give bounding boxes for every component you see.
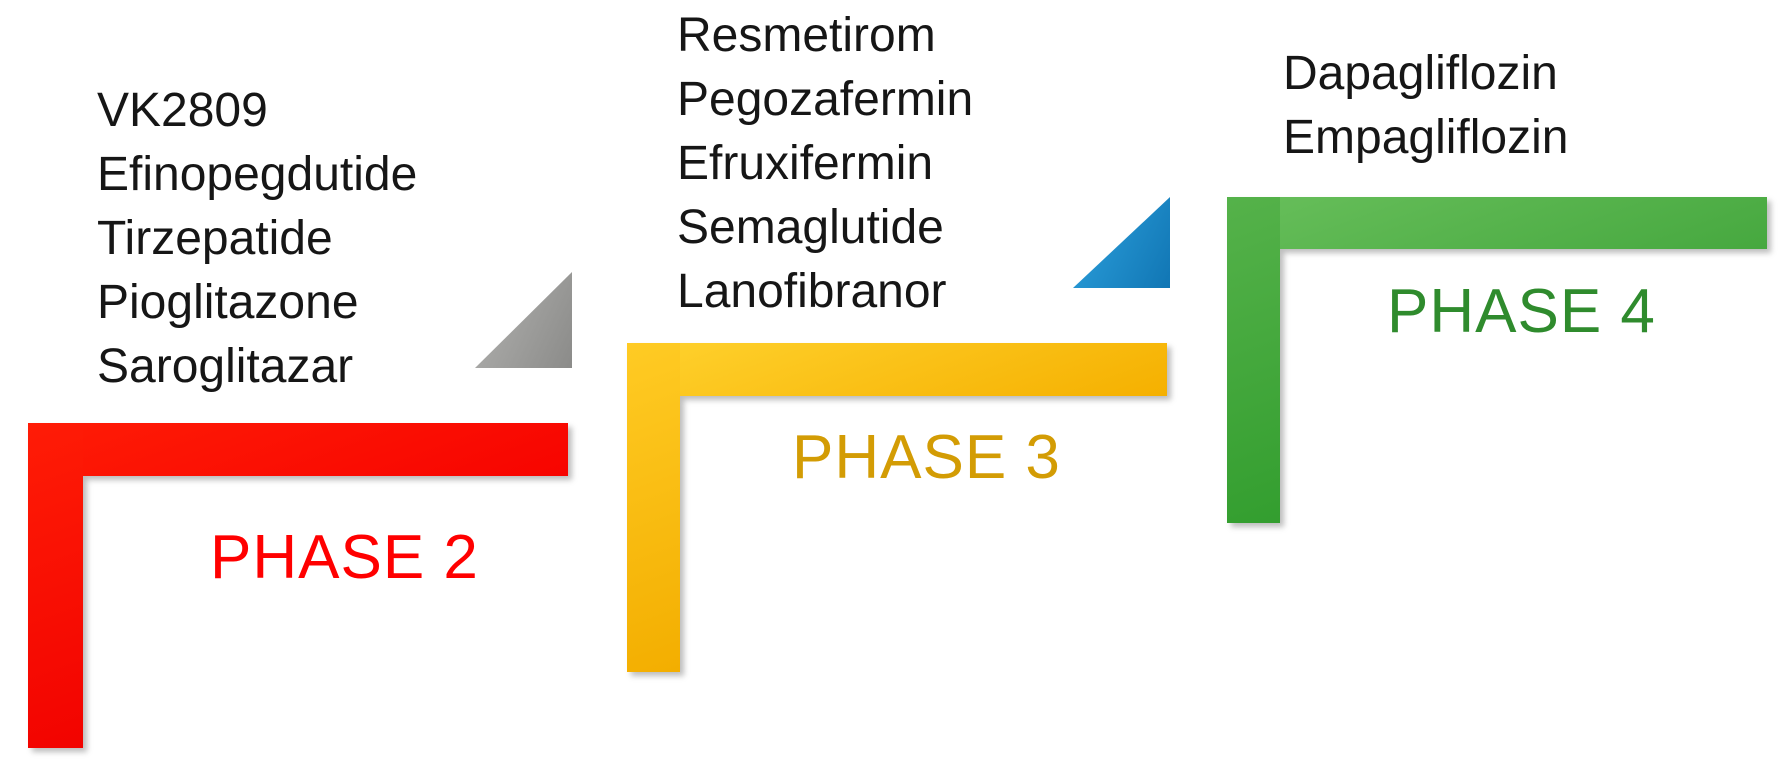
phase4-horizontal-bar bbox=[1227, 197, 1767, 249]
drug-name: Efinopegdutide bbox=[97, 148, 418, 201]
drug-name: Pioglitazone bbox=[97, 276, 359, 329]
phase3-horizontal-bar bbox=[627, 343, 1167, 396]
phase2-horizontal-bar bbox=[28, 423, 568, 476]
phase3-vertical-bar bbox=[627, 343, 680, 672]
drug-name: VK2809 bbox=[97, 84, 268, 137]
drug-name: Saroglitazar bbox=[97, 340, 354, 393]
drug-name: Efruxifermin bbox=[677, 137, 934, 190]
drug-name: Resmetirom bbox=[677, 9, 936, 62]
drug-name: Tirzepatide bbox=[97, 212, 333, 265]
phase2-vertical-bar bbox=[28, 423, 83, 748]
drug-name: Lanofibranor bbox=[677, 265, 947, 318]
phase4-label: PHASE 4 bbox=[1387, 277, 1656, 346]
phase4-vertical-bar bbox=[1227, 197, 1280, 523]
drug-name: Dapagliflozin bbox=[1283, 47, 1558, 100]
gray-triangle-connector bbox=[475, 272, 572, 368]
phase2-label: PHASE 2 bbox=[210, 523, 479, 592]
blue-triangle-connector bbox=[1073, 197, 1170, 288]
drug-name: Semaglutide bbox=[677, 201, 944, 254]
drug-name: Empagliflozin bbox=[1283, 111, 1569, 164]
drug-name: Pegozafermin bbox=[677, 73, 974, 126]
phase3-label: PHASE 3 bbox=[792, 423, 1061, 492]
